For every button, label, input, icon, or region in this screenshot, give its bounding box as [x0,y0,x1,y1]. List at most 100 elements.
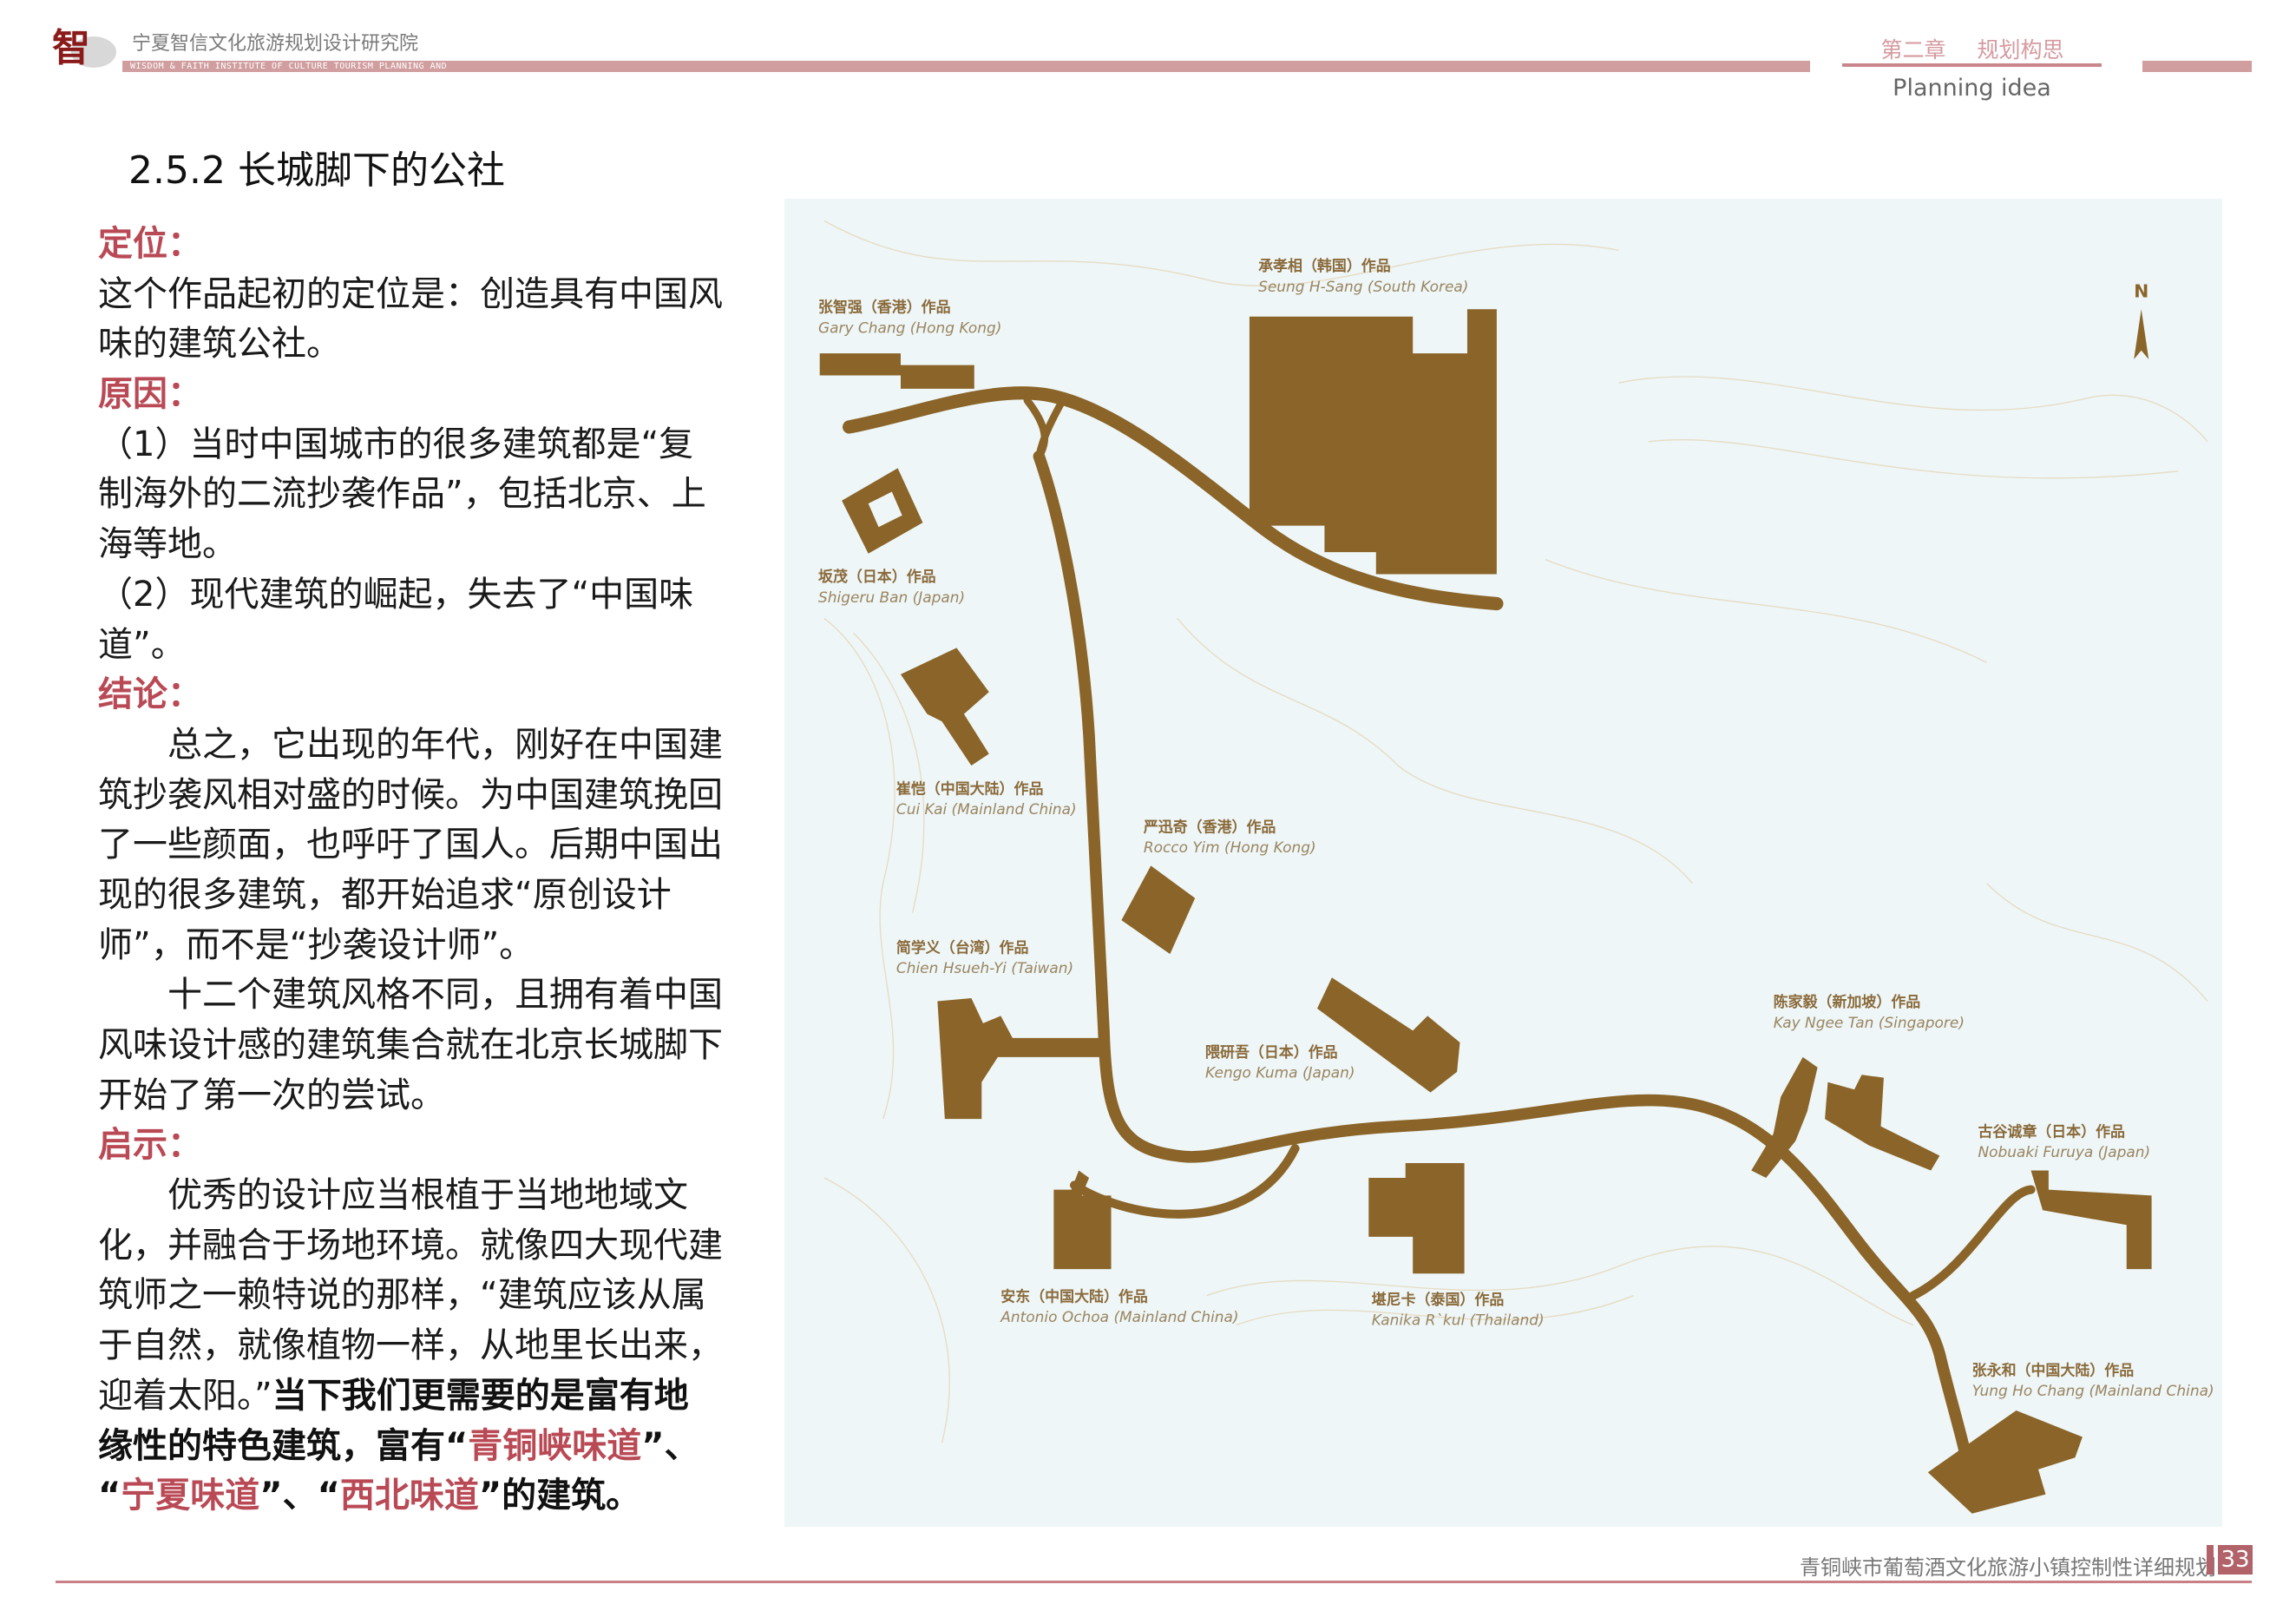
text-segment: 缘性的特色建筑，富有“ [98,1425,469,1466]
section-heading: 定位： [98,224,202,264]
text-segment: 海等地。 [98,524,237,565]
text-line: 风味设计感的建筑集合就在北京长城脚下 [98,1021,740,1071]
text-segment: 优秀的设计应当根植于当地地域文 [98,1175,688,1216]
text-segment: 开始了第一次的尝试。 [98,1075,445,1115]
text-line: 开始了第一次的尝试。 [98,1071,740,1121]
highlight-text: 宁夏味道 [121,1476,260,1516]
text-line: 总之，它出现的年代，刚好在中国建 [98,720,740,771]
header-bar-right [2142,61,2252,72]
architect-name-en: Kay Ngee Tan (Singapore) [1774,1014,1965,1031]
architect-name-en: Kengo Kuma (Japan) [1205,1064,1355,1082]
text-segment: 十二个建筑风格不同，且拥有着中国 [98,975,723,1016]
text-segment: （2）现代建筑的崛起，失去了“中国味 [98,574,694,615]
text-line: “宁夏味道”、“西北味道”的建筑。 [98,1471,740,1522]
text-line: 制海外的二流抄袭作品”，包括北京、上 [98,470,740,520]
text-line: （1）当时中国城市的很多建筑都是“复 [98,420,740,470]
road-lower-loop [1070,1143,1300,1219]
north-label: N [2134,281,2148,302]
text-line: 道”。 [98,621,740,671]
architect-name-cn: 严迅奇（香港）作品 [1144,818,1276,835]
institute-name-en: WISDOM & FAITH INSTITUTE OF CULTURE TOUR… [130,62,448,71]
architect-name-en: Nobuaki Furuya (Japan) [1978,1143,2150,1160]
building-antonio-ochoa [1053,1170,1112,1270]
north-arrow-icon [2134,309,2149,359]
architect-label: 陈家毅（新加坡）作品 Kay Ngee Tan (Singapore) [1774,993,1965,1031]
architect-label: 简学义（台湾）作品 Chien Hsueh-Yi (Taiwan) [896,938,1073,976]
text-line: 迎着太阳。”当下我们更需要的是富有地 [98,1371,740,1422]
text-line: 现的很多建筑，都开始追求“原创设计 [98,871,740,921]
road-main [842,386,1504,611]
text-segment: 筑师之一赖特说的那样，“建筑应该从属 [98,1275,706,1316]
architect-name-en: Cui Kai (Mainland China) [896,800,1077,818]
text-line: 于自然，就像植物一样，从地里长出来， [98,1321,740,1371]
building-rocco-yim [1121,865,1196,955]
chapter-number: 第二章 [1880,37,1946,62]
text-line: 筑师之一赖特说的那样，“建筑应该从属 [98,1271,740,1321]
text-segment: 风味设计感的建筑集合就在北京长城脚下 [98,1025,723,1065]
text-segment: “ [98,1476,121,1516]
text-line: 化，并融合于场地环境。就像四大现代建 [98,1221,740,1272]
architect-name-en: Gary Chang (Hong Kong) [818,319,1001,336]
text-segment: （1）当时中国城市的很多建筑都是“复 [98,424,694,464]
text-line: 原因： [98,370,740,420]
architect-name-cn: 隈研吾（日本）作品 [1205,1043,1338,1061]
text-segment: 筑抄袭风相对盛的时候。为中国建筑挽回 [98,774,723,815]
text-segment: 这个作品起初的定位是：创造具有中国风 [98,273,723,314]
text-line: 这个作品起初的定位是：创造具有中国风 [98,270,740,320]
building-kengo-kuma [1316,977,1460,1093]
architect-name-cn: 安东（中国大陆）作品 [1000,1287,1148,1305]
building-kay-ngee-tan [1751,1056,1940,1178]
text-line: 筑抄袭风相对盛的时候。为中国建筑挽回 [98,771,740,821]
architect-name-cn: 承孝相（韩国）作品 [1258,257,1391,274]
text-line: 结论： [98,670,740,720]
architect-name-cn: 张永和（中国大陆）作品 [1972,1361,2134,1378]
architect-name-cn: 陈家毅（新加坡）作品 [1774,993,1921,1010]
architect-label: 严迅奇（香港）作品 Rocco Yim (Hong Kong) [1144,818,1316,856]
architect-name-cn: 简学义（台湾）作品 [896,938,1029,956]
roads [842,386,2036,1493]
footer-decoration [2207,1545,2214,1575]
institute-logo: 智 [49,23,120,76]
section-title: 2.5.2 长城脚下的公社 [128,148,505,193]
footer-rule [56,1581,2252,1583]
text-line: 味的建筑公社。 [98,319,740,370]
building-chien-hsueh-yi [937,998,1107,1120]
text-line: 缘性的特色建筑，富有“青铜峡味道”、 [98,1422,740,1472]
architect-label: 崔恺（中国大陆）作品 Cui Kai (Mainland China) [895,779,1077,818]
building-kanika [1368,1163,1465,1274]
architect-name-cn: 坂茂（日本）作品 [818,568,936,585]
architect-name-en: Chien Hsueh-Yi (Taiwan) [896,959,1073,976]
text-segment: 现的很多建筑，都开始追求“原创设计 [98,874,672,915]
chapter-title: 规划构思 [1977,37,2064,62]
text-line: 优秀的设计应当根植于当地地域文 [98,1171,740,1221]
highlight-text: 青铜峡味道 [468,1425,642,1466]
text-segment: 化，并融合于场地环境。就像四大现代建 [98,1225,723,1266]
architect-name-cn: 古谷诚章（日本）作品 [1978,1122,2125,1140]
section-heading: 启示： [98,1125,202,1166]
text-segment: 迎着太阳。” [98,1375,272,1416]
architect-label: 古谷诚章（日本）作品 Nobuaki Furuya (Japan) [1978,1122,2150,1160]
text-line: 海等地。 [98,520,740,570]
footer-document-title: 青铜峡市葡萄酒文化旅游小镇控制性详细规划 [1800,1555,2216,1580]
architect-name-en: Shigeru Ban (Japan) [818,588,965,606]
chapter-subtitle: Planning idea [1893,75,2051,102]
north-arrow: N [2134,281,2148,359]
header-bar [122,61,1810,72]
text-segment: ”、“ [259,1476,340,1516]
text-line: （2）现代建筑的崛起，失去了“中国味 [98,570,740,621]
section-heading: 结论： [98,674,202,715]
page-number: 33 [2218,1545,2253,1575]
building-gary-chang [819,353,974,389]
building-nobuaki-furuya [2030,1170,2152,1270]
architect-name-en: Kanika R`kul (Thailand) [1372,1312,1545,1329]
architect-name-en: Rocco Yim (Hong Kong) [1144,838,1316,856]
building-seung-h-sang [1249,309,1497,575]
architect-name-cn: 崔恺（中国大陆）作品 [895,779,1044,797]
